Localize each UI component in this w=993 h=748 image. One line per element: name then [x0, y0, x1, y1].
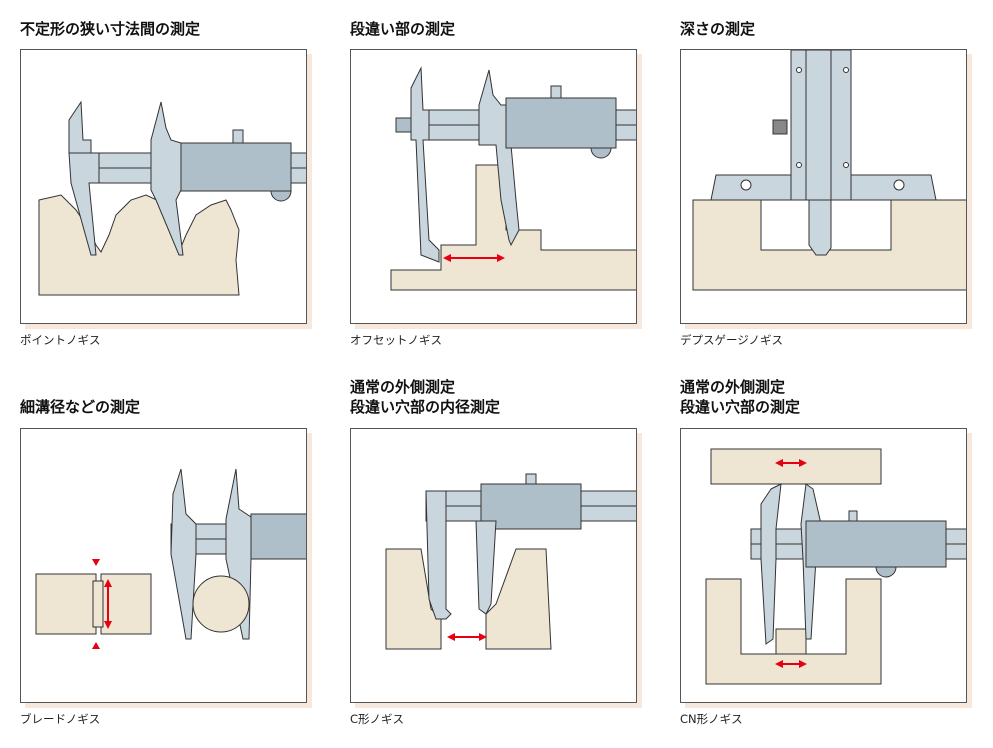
panel-title: 段違い部の測定	[350, 20, 456, 38]
grooved-shaft-left	[35, 573, 97, 635]
measure-arrow	[92, 559, 112, 649]
illustration-frame	[20, 49, 307, 324]
clamp-knob	[772, 119, 788, 135]
illustration-frame	[680, 49, 967, 324]
panel-caption: ブレードノギス	[20, 712, 101, 726]
bottom-workpiece	[705, 578, 882, 685]
movable-jaw	[150, 101, 184, 256]
panel-title: 不定形の狭い寸法間の測定	[20, 20, 201, 38]
panel-title: 細溝径などの測定	[20, 398, 141, 416]
slider	[505, 97, 617, 149]
point-caliper-illustration	[38, 100, 306, 296]
panel-caption: C形ノギス	[350, 712, 405, 726]
illustration-frame	[350, 428, 637, 703]
fixed-jaw	[170, 468, 197, 640]
irregular-workpiece	[38, 194, 240, 296]
vertical-beam	[790, 50, 852, 201]
top-workpiece	[710, 448, 882, 485]
panel-title-line-1: 通常の外側測定	[350, 378, 456, 396]
panel-title: 深さの測定	[680, 20, 756, 38]
panel-caption: オフセットノギス	[350, 333, 442, 347]
workpiece-right	[485, 548, 552, 650]
offset-jaw	[410, 66, 440, 263]
measure-arrow	[447, 633, 487, 641]
measure-arrow	[443, 254, 505, 262]
c-type-caliper-illustration	[385, 473, 636, 650]
measure-arrow-top	[775, 459, 807, 467]
slider	[250, 513, 306, 560]
fixed-jaw	[760, 483, 782, 645]
slider	[480, 483, 582, 530]
depth-caliper-illustration	[692, 50, 966, 291]
cn-type-caliper-illustration	[705, 448, 966, 685]
round-bar	[192, 575, 250, 633]
blade-caliper-illustration	[35, 468, 306, 649]
illustration-frame	[680, 428, 967, 703]
panel-caption: デプスゲージノギス	[680, 333, 784, 347]
panel-caption: CN形ノギス	[680, 712, 743, 726]
measure-arrow-bottom	[775, 660, 807, 668]
depth-rod	[808, 199, 832, 256]
illustration-frame	[20, 428, 307, 703]
slider	[180, 142, 292, 192]
panel-title-line-2: 段違い穴部の内径測定	[350, 398, 501, 416]
slider	[805, 520, 947, 568]
fixed-jaw	[425, 490, 452, 620]
panel-title-line-2: 段違い穴部の測定	[680, 398, 801, 416]
panel-title-line-1: 通常の外側測定	[680, 378, 786, 396]
fixed-jaw	[68, 100, 100, 256]
movable-jaw	[475, 520, 497, 615]
illustration-frame	[350, 49, 637, 324]
offset-caliper-illustration	[390, 66, 636, 291]
panel-caption: ポイントノギス	[20, 333, 101, 347]
